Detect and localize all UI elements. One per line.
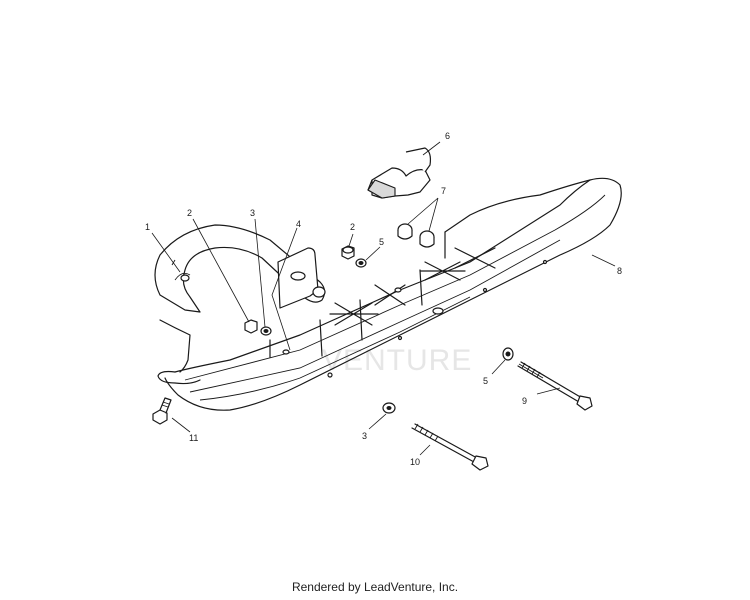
callout-8: 8 bbox=[617, 266, 622, 276]
leader-lines bbox=[151, 141, 616, 456]
callout-7: 7 bbox=[441, 186, 446, 196]
callout-11: 11 bbox=[189, 433, 198, 443]
callout-6: 6 bbox=[445, 131, 450, 141]
callout-2a: 2 bbox=[187, 208, 192, 218]
left-fasteners bbox=[244, 319, 272, 336]
callout-5b: 5 bbox=[483, 376, 488, 386]
callout-2b: 2 bbox=[350, 222, 355, 232]
bolt-9-assembly bbox=[502, 347, 593, 411]
footer-credit: Rendered by LeadVenture, Inc. bbox=[291, 580, 459, 594]
callout-numbers: 1 2 3 4 2 5 6 7 8 5 9 3 10 11 bbox=[145, 131, 622, 467]
ski-body bbox=[157, 177, 622, 411]
top-fasteners bbox=[341, 245, 367, 268]
watermark: VENTURE bbox=[322, 344, 472, 377]
callout-4: 4 bbox=[296, 219, 301, 229]
ski-handle bbox=[154, 224, 326, 373]
wear-pad bbox=[367, 147, 432, 199]
callout-1: 1 bbox=[145, 222, 150, 232]
callout-9: 9 bbox=[522, 396, 527, 406]
callout-3a: 3 bbox=[250, 208, 255, 218]
callout-3b: 3 bbox=[362, 431, 367, 441]
callout-10: 10 bbox=[410, 457, 420, 467]
bushings bbox=[397, 223, 435, 248]
callout-5a: 5 bbox=[379, 237, 384, 247]
bolt-11 bbox=[152, 397, 172, 425]
bolt-10-assembly bbox=[382, 402, 489, 471]
